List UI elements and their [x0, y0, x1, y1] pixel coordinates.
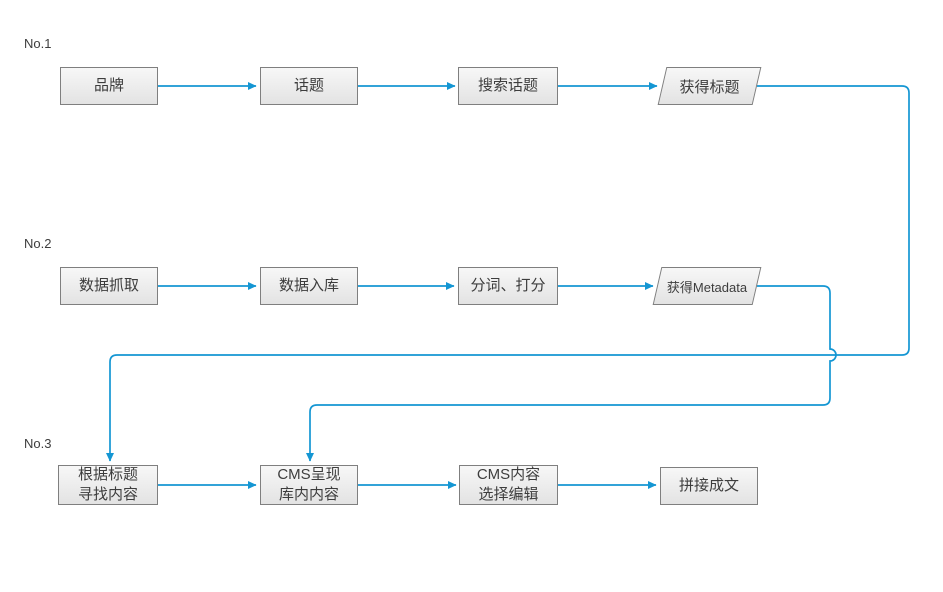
flow-node-data-import: 数据入库	[260, 267, 358, 305]
flow-node-find-content-by-title: 根据标题 寻找内容	[58, 465, 158, 505]
flow-node-topic: 话题	[260, 67, 358, 105]
flow-node-segment-score: 分词、打分	[458, 267, 558, 305]
row-label-no3: No.3	[24, 436, 52, 451]
row-label-no1: No.1	[24, 36, 52, 51]
flow-node-brand: 品牌	[60, 67, 158, 105]
flow-node-cms-present-content: CMS呈现 库内内容	[260, 465, 358, 505]
flow-node-get-title-label: 获得标题	[679, 78, 740, 96]
flow-node-assemble-article: 拼接成文	[660, 467, 758, 505]
flow-node-get-title: 获得标题	[657, 67, 762, 105]
flow-node-search-topic: 搜索话题	[458, 67, 558, 105]
flow-node-data-crawl: 数据抓取	[60, 267, 158, 305]
row-label-no2: No.2	[24, 236, 52, 251]
flow-node-get-metadata-label: 获得Metadata	[666, 279, 748, 295]
flow-node-cms-select-edit: CMS内容 选择编辑	[459, 465, 558, 505]
flow-node-get-metadata: 获得Metadata	[652, 267, 762, 305]
connector-metadata-to-cms-present	[306, 285, 837, 462]
